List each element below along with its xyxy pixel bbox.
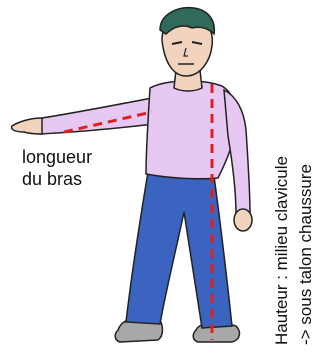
- arm-length-label-line2: du bras: [22, 168, 92, 190]
- height-label-line2: -> sous talon chaussure: [294, 45, 318, 345]
- extended-arm-sleeve: [40, 98, 154, 134]
- arm-length-label: longueur du bras: [22, 146, 92, 190]
- shirt-torso: [146, 81, 236, 179]
- height-label: Hauteur : milieu clavicule -> sous talon…: [270, 45, 326, 345]
- pants: [126, 172, 232, 328]
- arm-length-label-line1: longueur: [22, 146, 92, 168]
- extended-hand: [12, 118, 42, 134]
- lowered-hand: [234, 209, 252, 231]
- height-label-line1: Hauteur : milieu clavicule: [270, 45, 294, 345]
